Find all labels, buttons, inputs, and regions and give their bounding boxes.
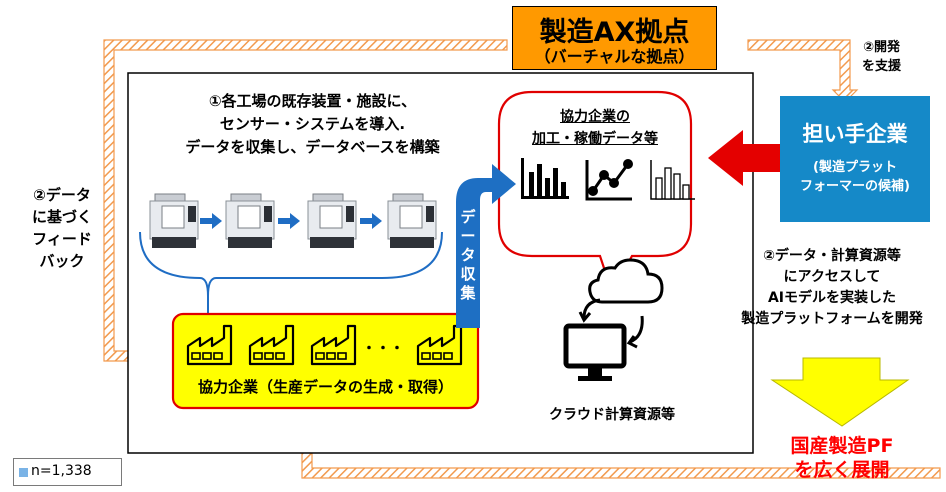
hub-title-box: 製造AX拠点 （バーチャルな拠点） xyxy=(512,6,717,70)
cloud-computer-icon xyxy=(563,258,664,381)
outcome-arrow xyxy=(770,357,910,427)
factory-label: 協力企業（生産データの生成・取得） xyxy=(197,378,453,396)
bar-chart-icon xyxy=(521,158,569,199)
data-collection-label: データ収集 xyxy=(460,208,476,302)
legend-label: n=1,338 xyxy=(31,463,92,479)
factory-box xyxy=(171,312,480,410)
data-collection-arrow xyxy=(456,164,516,328)
machine-2 xyxy=(225,193,275,249)
line-chart-icon xyxy=(585,159,633,201)
provider-arrow xyxy=(708,130,780,186)
hub-subtitle: （バーチャルな拠点） xyxy=(534,47,695,66)
provider-note: (製造プラットフォーマーの候補) xyxy=(800,160,910,194)
machine-3 xyxy=(307,193,357,249)
implement-step-label: ②データ・計算資源等 にアクセスして AIモデルを実装した 製造プラットフォーム… xyxy=(741,248,923,327)
cloud-label: クラウド計算資源等 xyxy=(549,407,675,423)
hub-title: 製造AX拠点 xyxy=(539,17,690,48)
dev-support-arrow xyxy=(747,39,859,103)
machine-1 xyxy=(149,193,199,249)
provider-box: 担い手企業 (製造プラットフォーマーの候補) xyxy=(780,96,930,222)
column-chart-icon xyxy=(650,160,695,200)
feedback-label: ②データ に基づく フィード バック xyxy=(31,186,92,270)
factory-ellipsis: ・・・ xyxy=(362,341,404,357)
dev-support-label: ②開発を支援 xyxy=(862,40,902,74)
sensor-step-label: ①各工場の既存装置・施設に、 センサー・システムを導入. データを収集し、データ… xyxy=(185,92,440,156)
provider-name: 担い手企業 xyxy=(802,122,908,146)
legend-box: n=1,338 xyxy=(13,458,122,486)
machine-4 xyxy=(387,193,437,249)
legend-swatch xyxy=(19,468,28,477)
machine-bracket xyxy=(139,231,443,314)
machine-flow-arrows xyxy=(200,213,382,229)
supplier-data-label: 協力企業の加工・稼働データ等 xyxy=(532,109,658,147)
